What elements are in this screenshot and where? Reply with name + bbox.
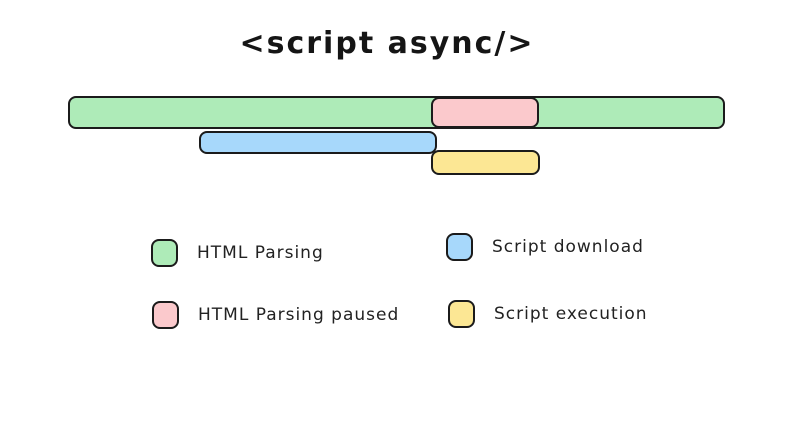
legend-label: Script execution (494, 304, 648, 324)
html-parsing-swatch (151, 239, 178, 267)
html-parsing-paused-swatch (152, 301, 179, 329)
html-parsing-paused-bar (431, 97, 539, 128)
legend-item-html-parsing-paused: HTML Parsing paused (152, 301, 399, 329)
legend-label: Script download (492, 237, 644, 257)
html-parsing-bar (68, 96, 725, 129)
script-execution-bar (431, 150, 540, 175)
script-execution-swatch (448, 300, 475, 328)
legend-item-script-execution: Script execution (448, 300, 648, 328)
legend-label: HTML Parsing paused (198, 305, 400, 325)
diagram-title: <script async/> (239, 26, 535, 61)
script-download-bar (199, 131, 437, 154)
legend-item-html-parsing: HTML Parsing (151, 239, 324, 267)
script-download-swatch (446, 233, 473, 261)
legend-item-script-download: Script download (446, 233, 644, 261)
legend-label: HTML Parsing (197, 243, 324, 263)
